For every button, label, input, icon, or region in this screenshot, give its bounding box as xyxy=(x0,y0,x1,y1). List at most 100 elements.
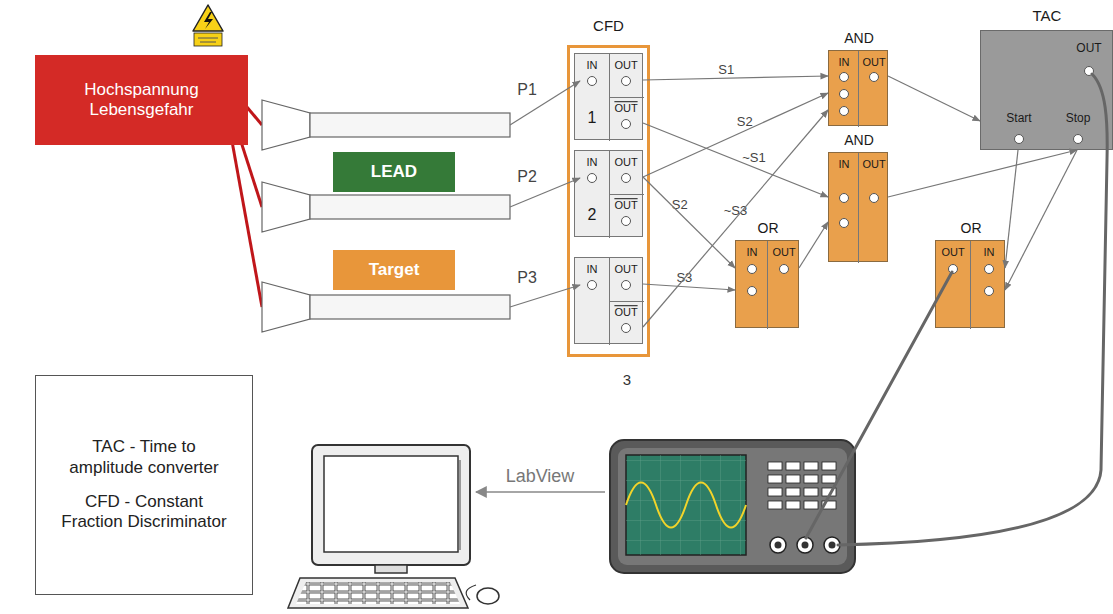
pin-terminal xyxy=(747,286,757,296)
signal-connector xyxy=(643,93,828,177)
text-holder: IN xyxy=(587,259,598,277)
text-holder: AND xyxy=(844,131,874,149)
text-holder: OUT xyxy=(614,302,637,320)
signal-connector xyxy=(643,177,735,268)
text-holder: S2 xyxy=(670,196,690,214)
pin-terminal xyxy=(1073,134,1083,144)
data-arrow xyxy=(476,491,605,493)
text-holder: TAC xyxy=(1033,7,1062,25)
pin-terminal xyxy=(869,72,879,82)
text-holder: OUT xyxy=(614,55,637,73)
divider-line xyxy=(609,97,644,98)
warning-sign xyxy=(193,5,223,46)
cfd-channel: IN OUT OUT xyxy=(574,257,643,344)
divider-line xyxy=(858,51,859,127)
hv-supply-box: Hochspannung Lebensgefahr xyxy=(35,55,248,145)
node-text: OUT xyxy=(614,199,637,211)
divider-line xyxy=(858,153,859,263)
divider-line xyxy=(767,241,768,329)
node-text: OUT xyxy=(862,158,885,170)
target-block: Target xyxy=(333,250,455,290)
photomultiplier xyxy=(262,100,510,332)
node-text: Start xyxy=(1006,111,1031,125)
signal-label: S1 xyxy=(716,62,736,77)
text-holder: OR xyxy=(961,219,982,237)
pin-terminal xyxy=(621,280,631,290)
tac-module: TACOUTStartStop xyxy=(980,30,1113,150)
signal-connector xyxy=(643,284,735,290)
channel-label: P3 xyxy=(517,269,537,286)
node-text: IN xyxy=(839,56,850,68)
divider-line xyxy=(609,194,644,195)
signal-connector xyxy=(1005,150,1018,268)
node-text: OUT xyxy=(614,102,637,114)
lead-block: LEAD xyxy=(333,152,455,192)
divider-line xyxy=(609,301,644,302)
node-text: AND xyxy=(844,30,874,46)
text-holder: OUT xyxy=(614,259,637,277)
node-text: LEAD xyxy=(371,162,417,182)
node-text: 1 xyxy=(588,109,597,126)
or-gate: ORINOUT xyxy=(735,240,799,328)
channel-label: P1 xyxy=(517,81,537,98)
text-holder: IN xyxy=(839,52,850,70)
pin-terminal xyxy=(1014,134,1024,144)
pin-terminal xyxy=(621,323,631,333)
node-text: OUT xyxy=(862,56,885,68)
pin-terminal xyxy=(587,280,597,290)
text-holder: IN xyxy=(747,242,758,260)
pin-terminal xyxy=(621,119,631,129)
text-holder: IN xyxy=(839,154,850,172)
pin-terminal xyxy=(747,264,757,274)
signal-label: S2 xyxy=(735,114,755,129)
signal-connector xyxy=(643,123,828,197)
text-holder: IN xyxy=(587,55,598,73)
node-text: CFD xyxy=(593,17,624,34)
signal-connector xyxy=(643,110,828,327)
signal-connector xyxy=(888,76,980,121)
node-text: Hochspannung Lebensgefahr xyxy=(35,80,248,121)
callout-number: 3 xyxy=(623,371,631,388)
node-text: IN xyxy=(587,156,598,168)
node-text: IN xyxy=(747,246,758,258)
text-holder: 1 xyxy=(588,109,597,127)
text-holder: S2 xyxy=(735,112,755,130)
node-text: IN xyxy=(587,59,598,71)
node-text: OUT xyxy=(772,246,795,258)
node-text: 2 xyxy=(588,206,597,223)
text-holder: P3 xyxy=(517,269,537,287)
pin-terminal xyxy=(587,76,597,86)
pin-terminal xyxy=(621,216,631,226)
and-gate: ANDINOUT xyxy=(828,152,888,262)
node-text: Target xyxy=(369,260,420,280)
text-holder: 2 xyxy=(588,206,597,224)
node-text: OUT xyxy=(614,263,637,275)
node-text: OR xyxy=(758,220,779,236)
node-text: OUT xyxy=(1076,41,1101,55)
cfd-channel: IN OUT OUT 1 xyxy=(574,53,643,140)
node-text: OUT xyxy=(614,59,637,71)
text-holder: ~S3 xyxy=(722,201,750,219)
pin-terminal xyxy=(621,173,631,183)
text-holder: AND xyxy=(844,29,874,47)
software-label: LabView xyxy=(506,466,575,486)
pin-terminal xyxy=(621,76,631,86)
node-text: IN xyxy=(984,246,995,258)
signal-label: ~S3 xyxy=(722,203,750,218)
node-text: TAC - Time to amplitude converter xyxy=(55,437,233,478)
text-holder: OUT xyxy=(862,154,885,172)
text-holder: OUT xyxy=(614,195,637,213)
node-text: Stop xyxy=(1066,111,1091,125)
node-text: OR xyxy=(961,220,982,236)
pin-terminal xyxy=(839,193,849,203)
node-text: IN xyxy=(839,158,850,170)
pin-terminal xyxy=(984,286,994,296)
pin-terminal xyxy=(839,106,849,116)
pin-terminal xyxy=(839,89,849,99)
text-holder: P2 xyxy=(517,168,537,186)
channel-label: P2 xyxy=(517,168,537,185)
text-holder: OUT xyxy=(862,52,885,70)
divider-line xyxy=(970,241,971,329)
and-gate: ANDINOUT xyxy=(828,50,888,126)
text-holder: P1 xyxy=(517,81,537,99)
